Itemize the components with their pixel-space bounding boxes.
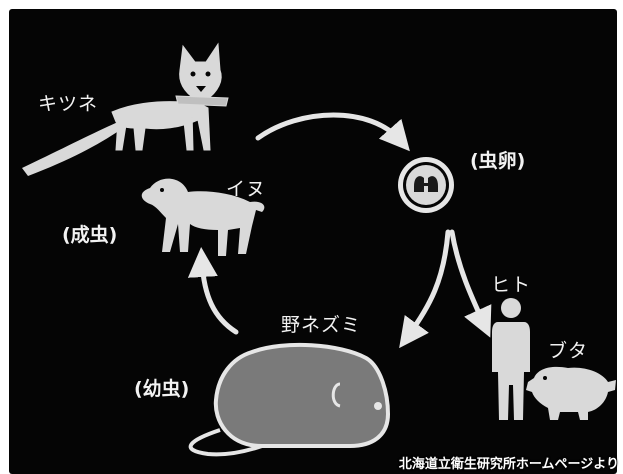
arrow-egg-to-rat bbox=[399, 229, 451, 349]
label-adult-stage: (成虫) bbox=[62, 224, 118, 246]
arrow-adult-to-egg bbox=[255, 112, 410, 152]
pig-figure bbox=[526, 366, 616, 420]
dog-eye bbox=[160, 188, 164, 192]
label-dog: イヌ bbox=[226, 178, 267, 200]
rat-figure bbox=[188, 342, 391, 457]
dog-figure bbox=[141, 178, 265, 256]
label-fox: キツネ bbox=[38, 93, 99, 115]
label-pig: ブタ bbox=[548, 340, 589, 362]
label-egg-stage: (虫卵) bbox=[470, 150, 526, 172]
arrow-egg-to-human bbox=[449, 229, 492, 338]
fox-figure bbox=[22, 42, 229, 176]
egg-figure bbox=[398, 157, 454, 213]
label-human: ヒト bbox=[491, 274, 532, 296]
arrow-rat-to-adult bbox=[187, 247, 239, 335]
label-larva-stage: (幼虫) bbox=[134, 378, 190, 400]
source-credit: 北海道立衛生研究所ホームページより bbox=[398, 457, 619, 472]
human-figure bbox=[492, 298, 530, 420]
label-field-mouse: 野ネズミ bbox=[281, 314, 362, 336]
cycle-arrows bbox=[187, 112, 492, 349]
fox-face bbox=[190, 71, 211, 92]
pig-eye bbox=[543, 376, 547, 380]
